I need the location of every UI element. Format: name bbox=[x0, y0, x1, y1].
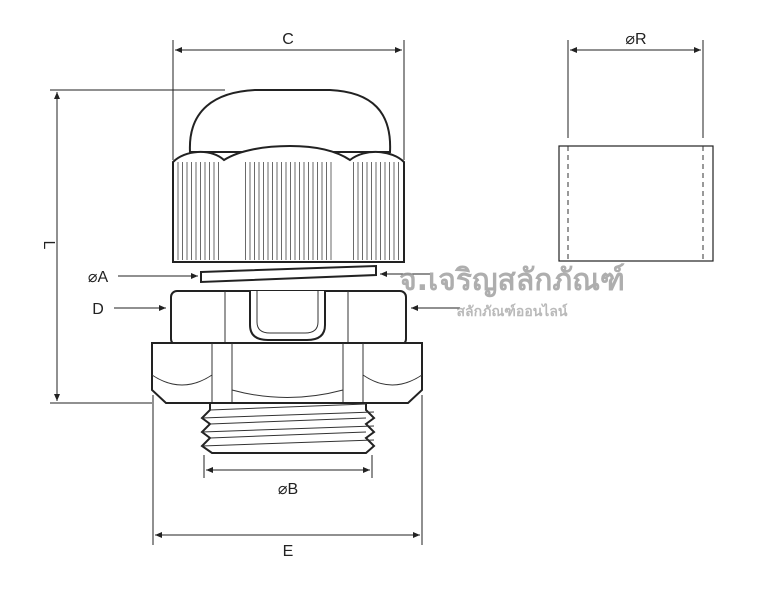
thread-lines bbox=[201, 403, 375, 447]
seal-washer bbox=[200, 264, 377, 284]
label-c: C bbox=[282, 31, 294, 48]
label-l: L bbox=[40, 241, 57, 250]
dome-cap bbox=[188, 89, 392, 153]
watermark-sub: สลักภัณฑ์ออนไลน์ bbox=[456, 302, 567, 320]
hex-base bbox=[151, 342, 423, 404]
label-e: E bbox=[283, 543, 294, 560]
body-nut bbox=[170, 290, 407, 346]
watermark-main: จ.เจริญสลักภัณฑ์ bbox=[399, 263, 625, 298]
seal-insert bbox=[558, 145, 714, 262]
dimension-lines bbox=[50, 40, 704, 545]
thread bbox=[200, 402, 376, 454]
label-a: ⌀A bbox=[88, 269, 109, 286]
label-b: ⌀B bbox=[278, 481, 298, 498]
label-r: ⌀R bbox=[625, 31, 646, 48]
label-d: D bbox=[92, 301, 104, 318]
knurled-cap bbox=[172, 144, 405, 263]
